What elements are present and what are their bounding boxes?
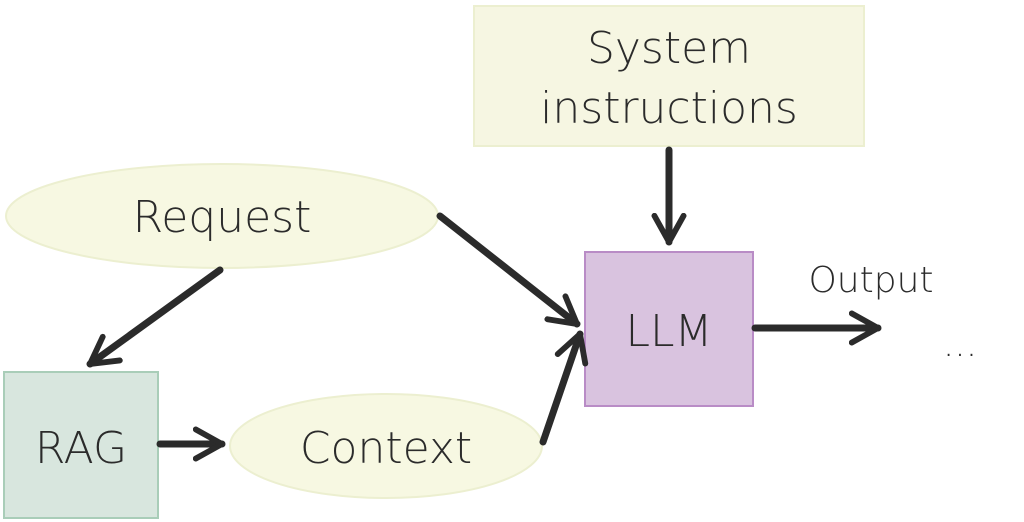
context-ellipse [229, 393, 543, 499]
rag-box [3, 371, 159, 519]
llm-node: LLM [584, 251, 754, 407]
rag-label: RAG [35, 423, 127, 474]
request-node: Request [5, 163, 439, 269]
arrow-request-to-llm [436, 212, 581, 328]
output-label: Output [808, 260, 933, 301]
system-instructions-box [473, 5, 865, 147]
arrow-context-to-llm [539, 330, 589, 446]
llm-label: LLM [626, 306, 713, 357]
system-instructions-line1: System [587, 23, 751, 74]
system-instructions-node: System instructions [473, 5, 865, 147]
system-instructions-line2: instructions [540, 83, 798, 134]
context-label: Context [300, 423, 472, 474]
request-label: Request [133, 192, 312, 243]
rag-node: RAG [3, 371, 159, 519]
continuation-ellipsis: ... [943, 324, 977, 365]
context-node: Context [229, 393, 543, 499]
arrow-request-to-rag [86, 266, 224, 368]
